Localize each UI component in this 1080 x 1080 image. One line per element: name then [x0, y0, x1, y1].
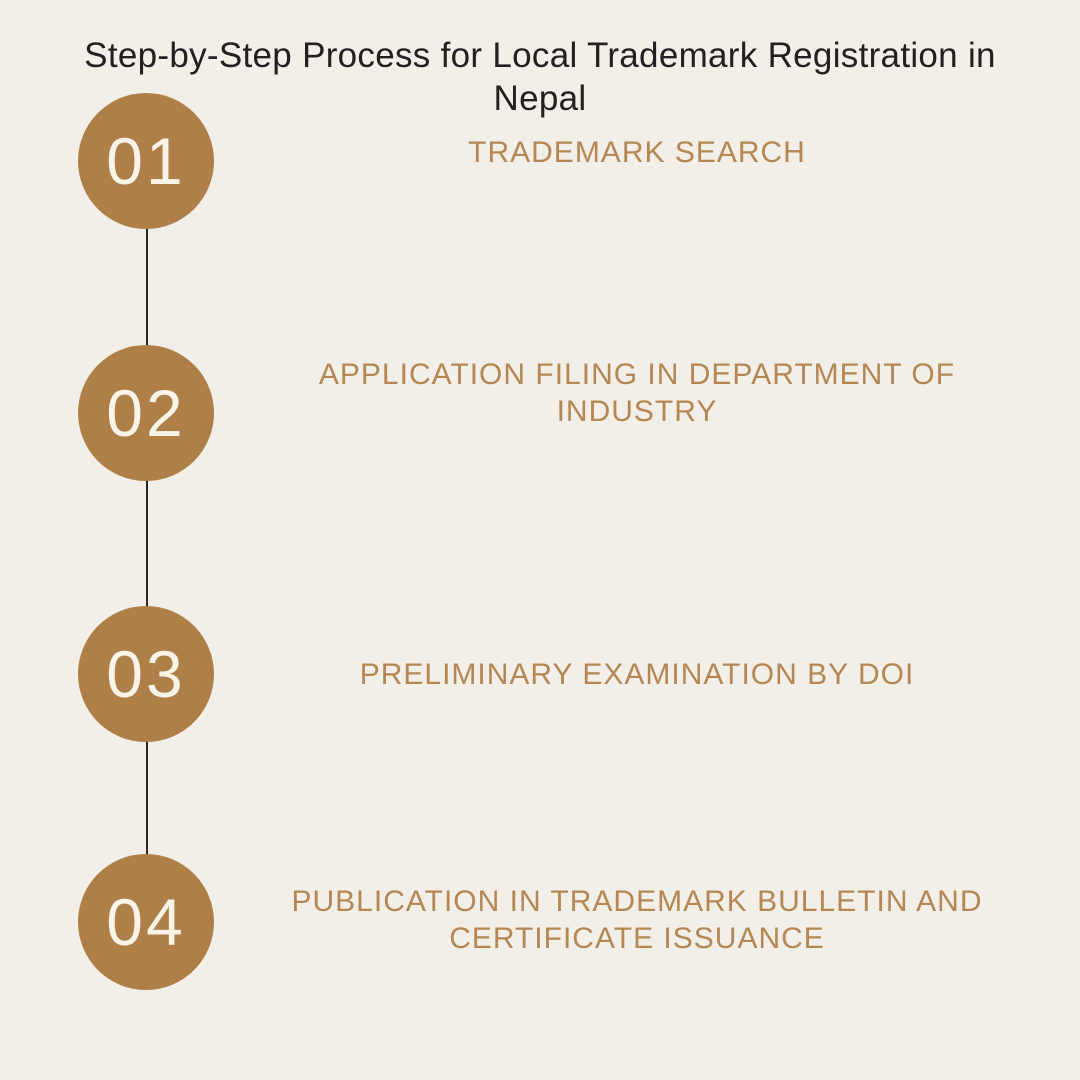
step-4-number: 04: [106, 885, 186, 959]
step-4-circle: 04: [78, 854, 214, 990]
step-2-label: APPLICATION FILING IN DEPARTMENT OF INDU…: [318, 358, 956, 428]
step-4-label: PUBLICATION IN TRADEMARK BULLETIN AND CE…: [291, 885, 983, 955]
step-3-circle: 03: [78, 606, 214, 742]
page-title: Step-by-Step Process for Local Trademark…: [84, 36, 996, 118]
step-1-circle: 01: [78, 93, 214, 229]
step-1-number: 01: [106, 124, 186, 198]
timeline-connector-line: [146, 161, 148, 922]
step-3-number: 03: [106, 637, 186, 711]
step-3-label: PRELIMINARY EXAMINATION BY DOI: [359, 658, 915, 691]
step-2-circle: 02: [78, 345, 214, 481]
step-2-number: 02: [106, 376, 186, 450]
step-1-label: TRADEMARK SEARCH: [468, 136, 806, 169]
